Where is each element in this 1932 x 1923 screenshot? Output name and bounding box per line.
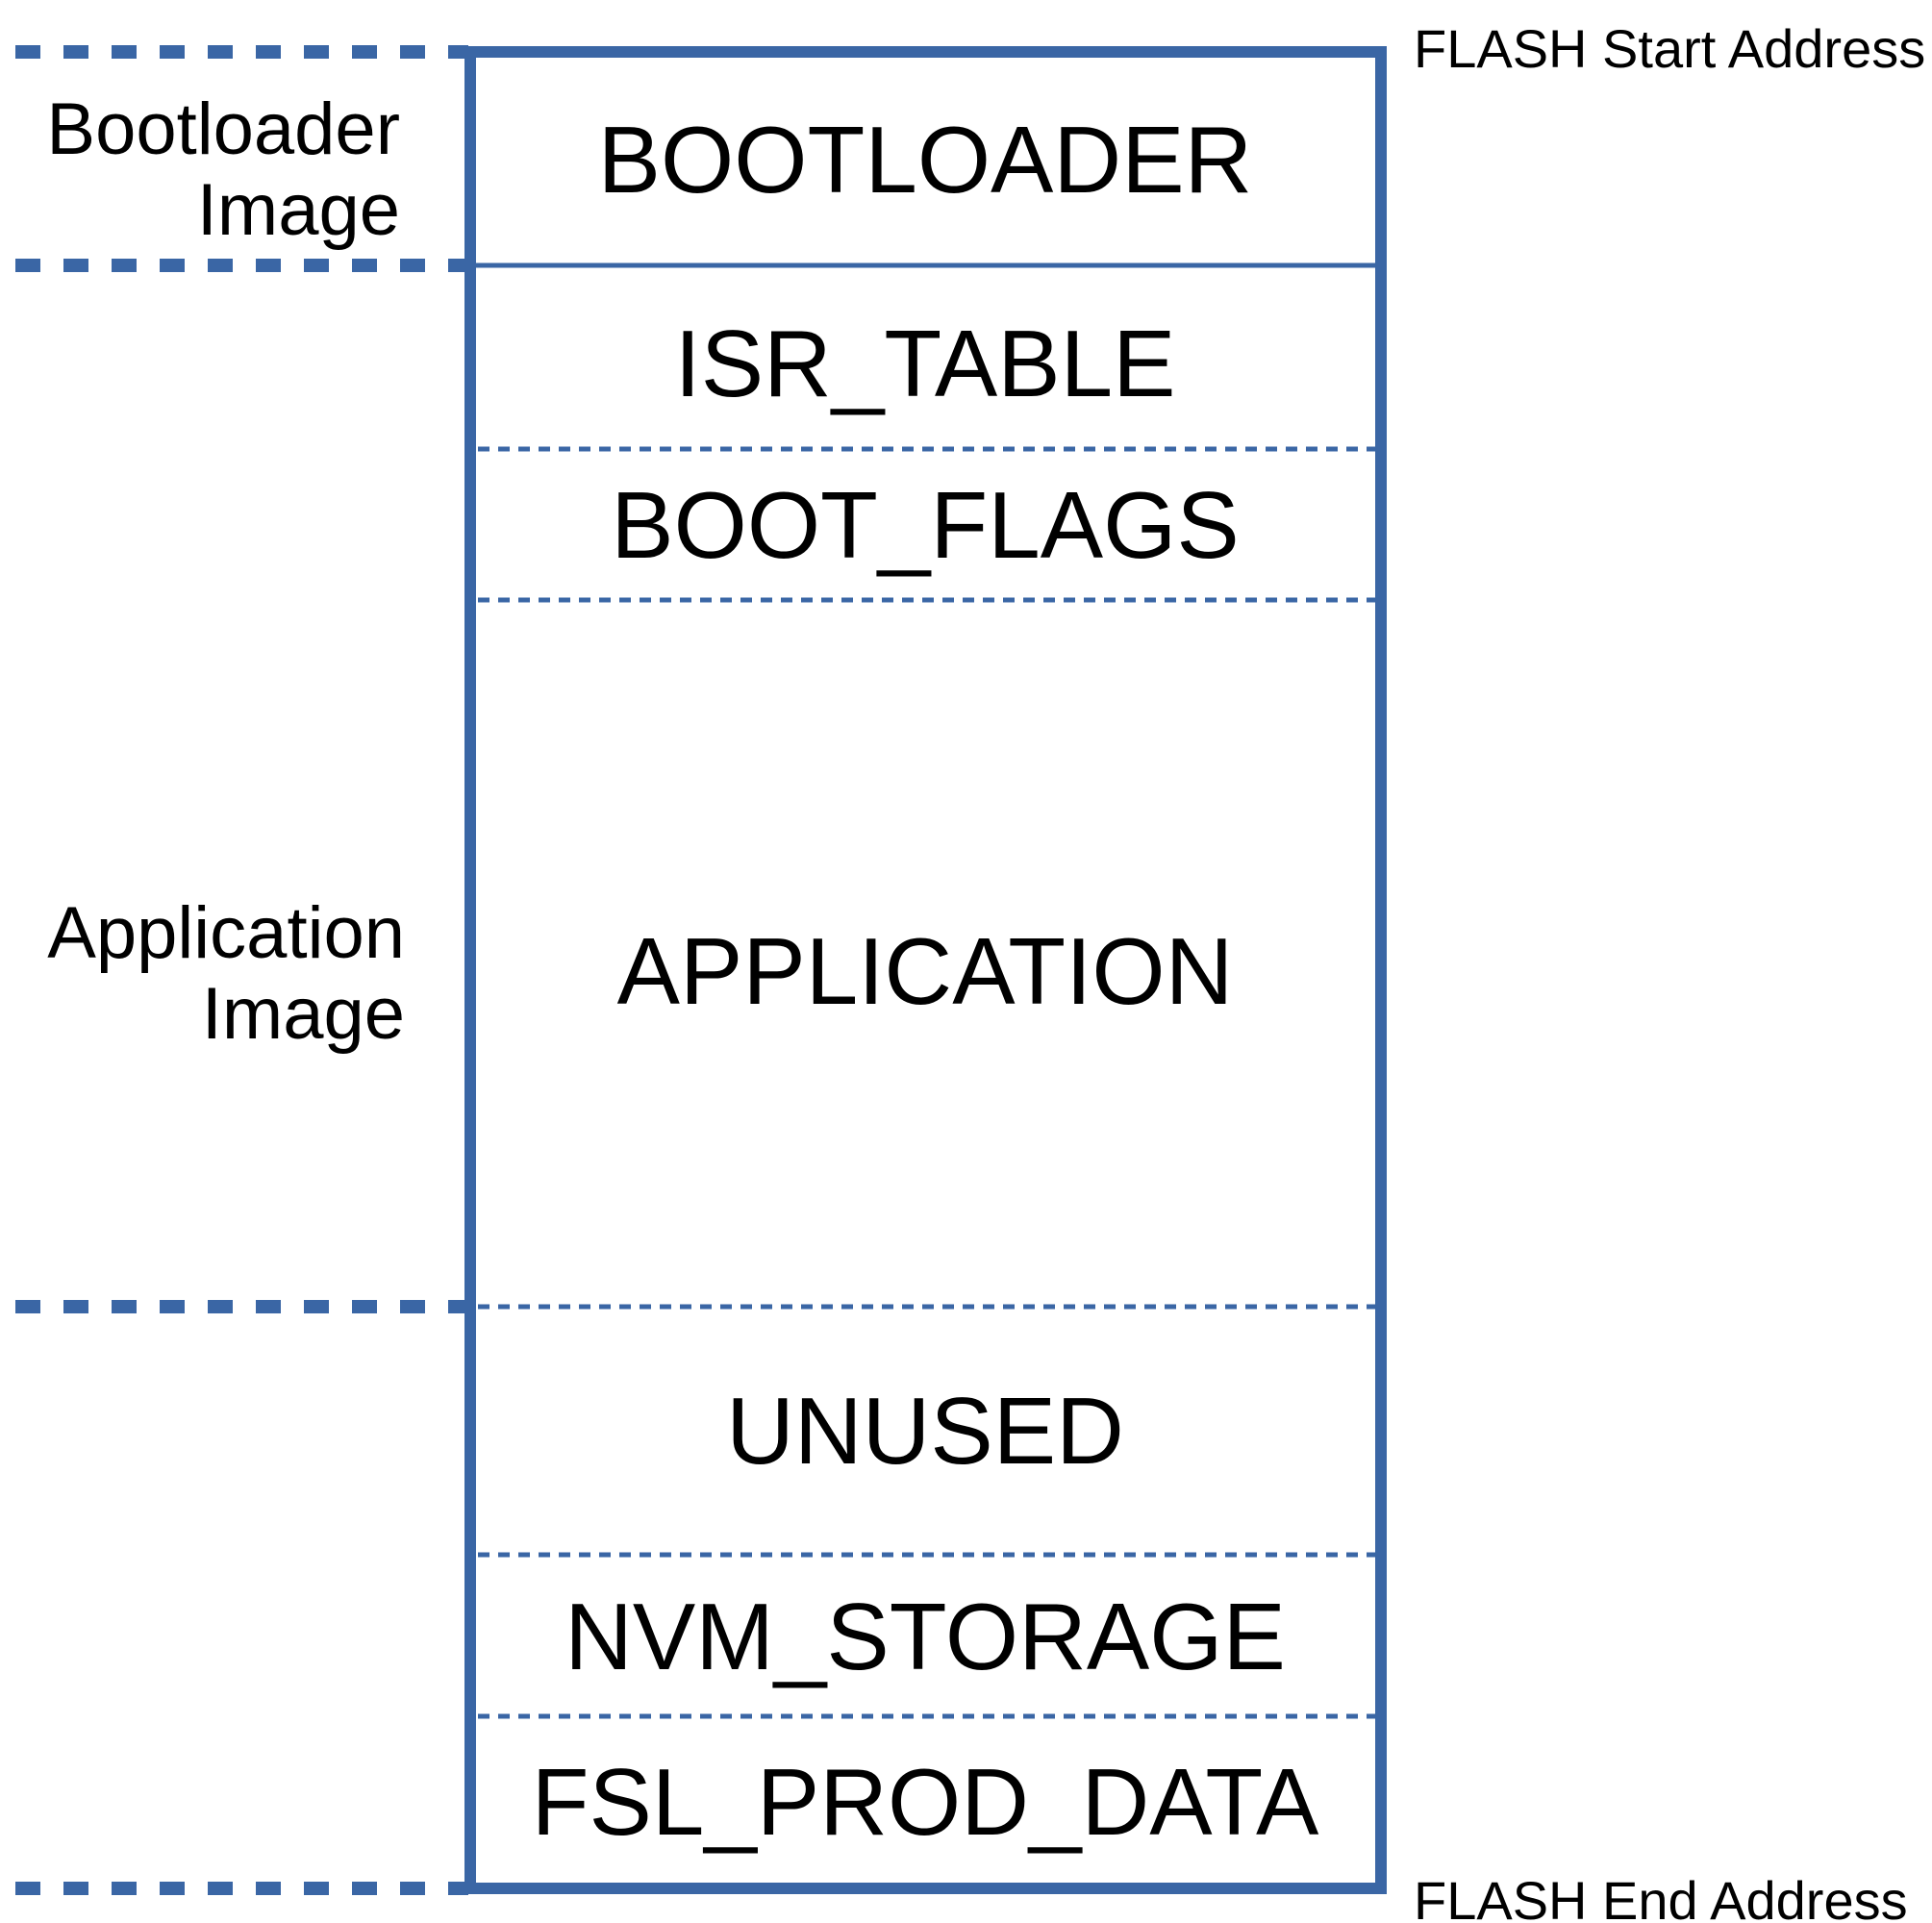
application-image-label-line2: Image <box>202 973 405 1055</box>
region-unused: UNUSED <box>726 1378 1124 1484</box>
bootloader-image-label-line2: Image <box>197 169 400 251</box>
flash-end-address-label: FLASH End Address <box>1414 1870 1908 1923</box>
application-image-label-line1: Application <box>47 892 405 974</box>
flash-start-address-label: FLASH Start Address <box>1414 18 1925 79</box>
region-application: APPLICATION <box>617 918 1234 1024</box>
region-fsl-prod-data: FSL_PROD_DATA <box>532 1749 1319 1855</box>
bootloader-image-label-line1: Bootloader <box>46 88 400 170</box>
flash-memory-box <box>464 46 1387 1894</box>
region-boot-flags: BOOT_FLAGS <box>611 472 1240 578</box>
region-bootloader: BOOTLOADER <box>598 107 1253 212</box>
region-isr-table: ISR_TABLE <box>674 311 1175 416</box>
region-nvm-storage: NVM_STORAGE <box>565 1584 1286 1689</box>
